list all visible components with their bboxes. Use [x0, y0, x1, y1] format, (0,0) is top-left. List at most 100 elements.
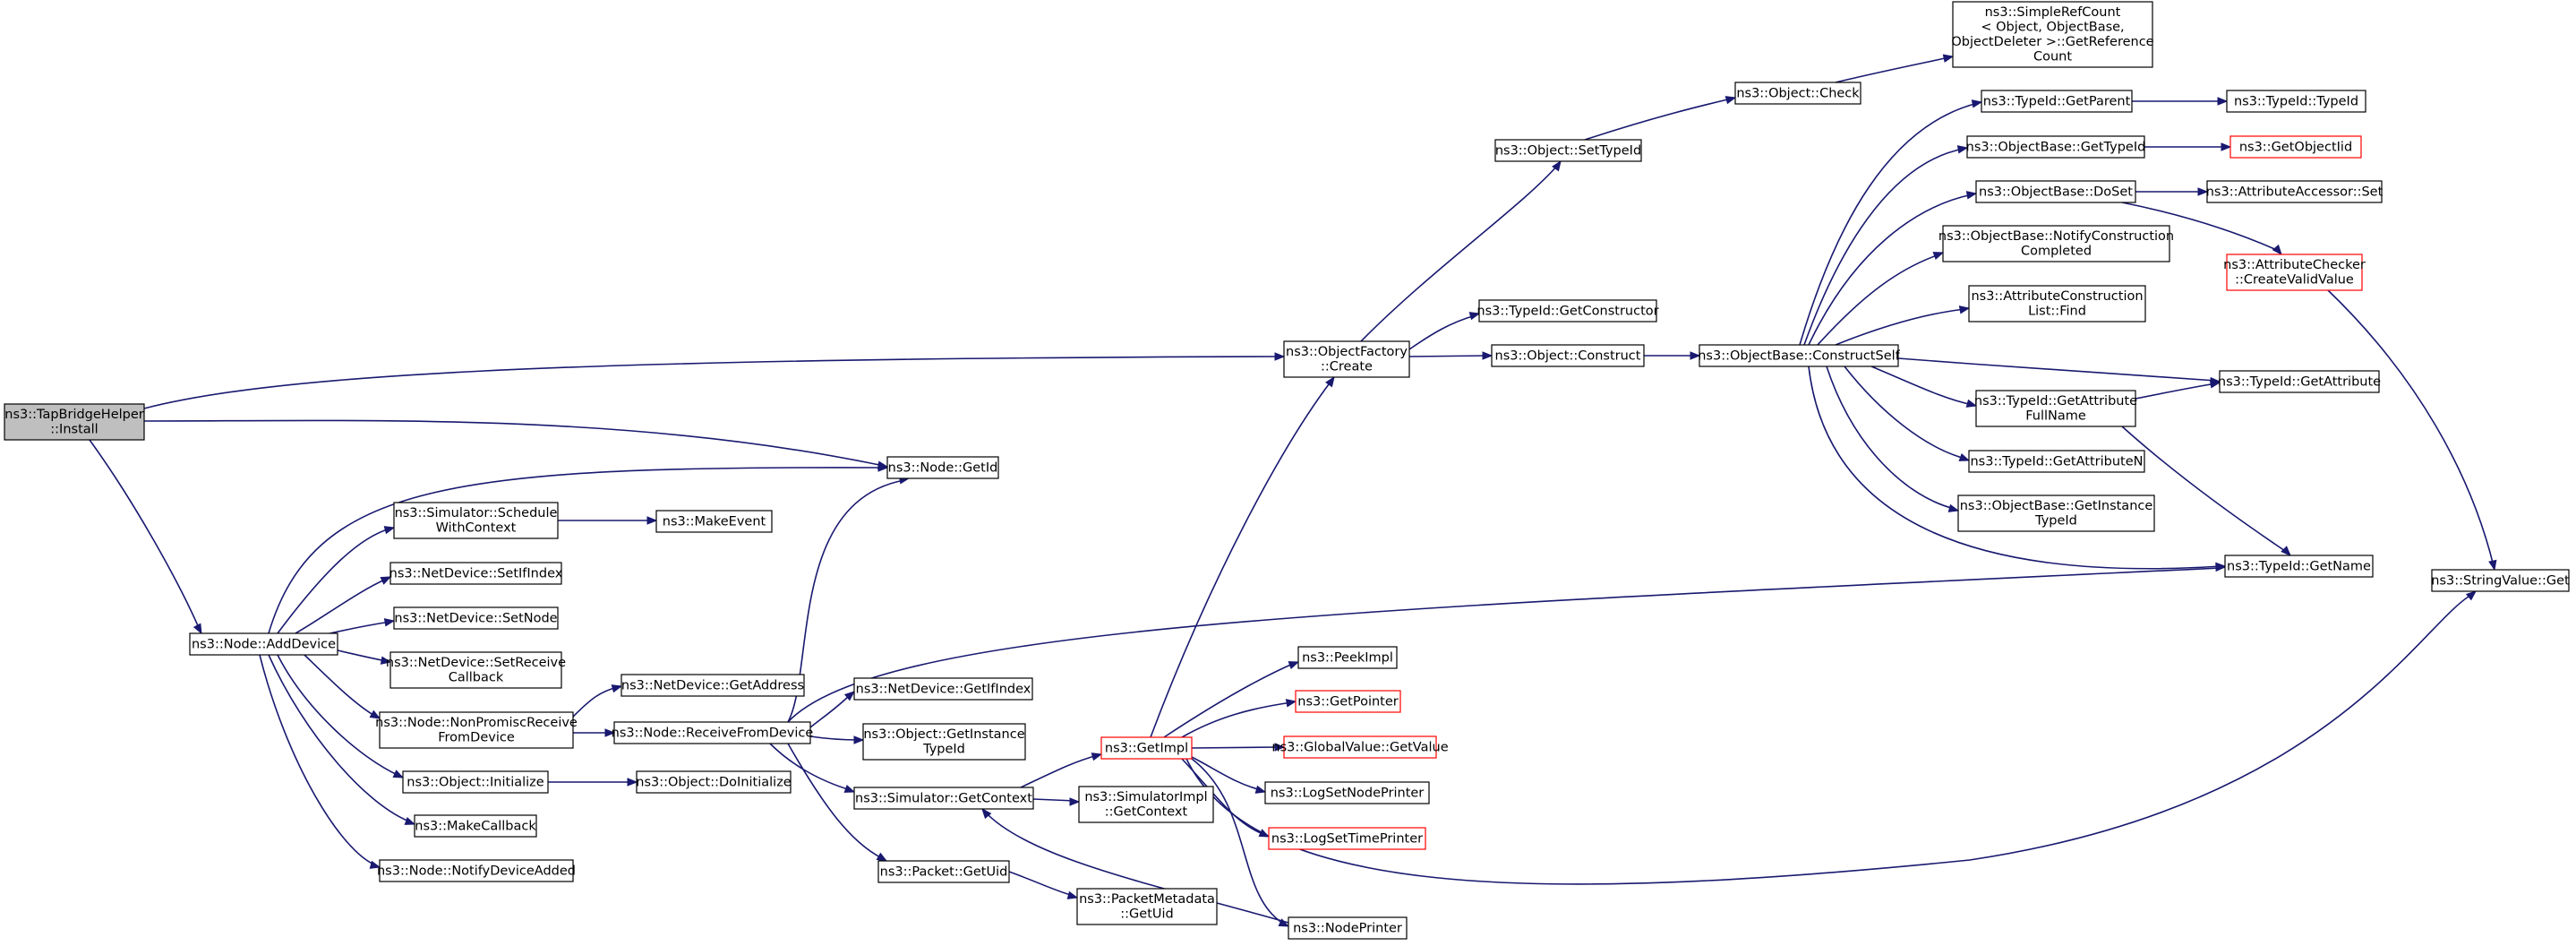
node-label: ::Create: [1321, 360, 1373, 374]
node-label: ns3::TypeId::GetAttribute: [2218, 374, 2381, 389]
node-pktmetauid[interactable]: ns3::PacketMetadata::GetUid: [1076, 888, 1218, 925]
node-getimpl[interactable]: ns3::GetImpl: [1100, 736, 1193, 760]
node-label: ns3::AttributeChecker: [2223, 258, 2366, 272]
node-makecb[interactable]: ns3::MakeCallback: [414, 814, 537, 838]
node-label: ns3::Object::GetInstance: [863, 727, 1024, 742]
node-label: ::CreateValidValue: [2235, 273, 2354, 288]
node-getattrn[interactable]: ns3::TypeId::GetAttributeN: [1968, 450, 2145, 473]
node-tapinstall[interactable]: ns3::TapBridgeHelper::Install: [4, 403, 145, 441]
node-box: [1942, 225, 2170, 262]
edge-constructself-to-getattribute: [1897, 357, 2221, 386]
node-label: ns3::NetDevice::GetAddress: [621, 678, 804, 692]
node-label: ns3::PeekImpl: [1302, 650, 1393, 665]
node-getid[interactable]: ns3::Node::GetId: [886, 456, 999, 479]
node-box: [655, 510, 773, 533]
node-getparent[interactable]: ns3::TypeId::GetParent: [1981, 90, 2133, 113]
node-label: ::GetContext: [1105, 805, 1188, 820]
node-accessorset[interactable]: ns3::AttributeAccessor::Set: [2206, 180, 2383, 203]
node-constructself[interactable]: ns3::ObjectBase::ConstructSelf: [1698, 344, 1901, 367]
node-setttypeid[interactable]: ns3::Object::SetTypeId: [1494, 139, 1642, 162]
node-recvfromdev[interactable]: ns3::Node::ReceiveFromDevice: [612, 721, 814, 744]
node-nodeprinter[interactable]: ns3::NodePrinter: [1288, 916, 1408, 940]
node-box: [853, 787, 1034, 810]
node-box: [1283, 340, 1410, 378]
node-box: [2226, 254, 2363, 291]
node-box: [877, 860, 1010, 883]
node-notifyadded[interactable]: ns3::Node::NotifyDeviceAdded: [377, 859, 576, 882]
node-box: [1478, 299, 1657, 322]
node-setifindex[interactable]: ns3::NetDevice::SetIfIndex: [389, 562, 563, 585]
node-box: [379, 711, 574, 749]
edge-nonpromisc-to-getaddress: [572, 684, 623, 718]
node-notifyconst[interactable]: ns3::ObjectBase::NotifyConstructionCompl…: [1938, 225, 2174, 262]
node-strvalget[interactable]: ns3::StringValue::Get: [2431, 569, 2570, 592]
edge-setttypeid-to-objcheck: [1584, 96, 1737, 141]
edge-getimpl-to-objfactcreate: [1150, 375, 1335, 738]
node-label: List::Find: [2028, 305, 2086, 319]
node-objfactcreate[interactable]: ns3::ObjectFactory::Create: [1283, 340, 1410, 378]
node-tidtypeid[interactable]: ns3::TypeId::TypeId: [2226, 90, 2366, 113]
node-label: ns3::Simulator::GetContext: [855, 791, 1032, 805]
node-box: [1100, 736, 1193, 760]
node-getifindex[interactable]: ns3::NetDevice::GetIfIndex: [853, 677, 1033, 701]
node-label: ns3::MakeEvent: [663, 514, 766, 529]
edge-doset-to-accessorset: [2135, 187, 2209, 196]
node-doset[interactable]: ns3::ObjectBase::DoSet: [1975, 180, 2136, 203]
node-getname[interactable]: ns3::TypeId::GetName: [2224, 555, 2374, 578]
node-objconstruct[interactable]: ns3::Object::Construct: [1491, 344, 1645, 367]
node-label: Completed: [2021, 245, 2092, 259]
node-checkervalid[interactable]: ns3::AttributeChecker::CreateValidValue: [2223, 254, 2366, 291]
node-makeevent[interactable]: ns3::MakeEvent: [655, 510, 773, 533]
node-label: ns3::TypeId::TypeId: [2234, 94, 2358, 108]
node-label: ::GetUid: [1120, 907, 1173, 922]
node-objcheck[interactable]: ns3::Object::Check: [1734, 82, 1861, 105]
node-peekimpl[interactable]: ns3::PeekImpl: [1297, 646, 1398, 669]
node-simimplctx[interactable]: ns3::SimulatorImpl::GetContext: [1078, 786, 1214, 823]
node-box: [1734, 82, 1861, 105]
node-simgetctx[interactable]: ns3::Simulator::GetContext: [853, 787, 1034, 810]
node-label: FromDevice: [438, 731, 515, 745]
edge-simgetctx-to-simimplctx: [1032, 797, 1081, 806]
node-logsetnode[interactable]: ns3::LogSetNodePrinter: [1264, 781, 1430, 804]
node-box: [414, 814, 537, 838]
node-label: ns3::GetImpl: [1105, 741, 1188, 755]
node-obgettid[interactable]: ns3::ObjectBase::GetTypeId: [1966, 135, 2146, 159]
node-label: ns3::PacketMetadata: [1079, 892, 1215, 907]
edge-recvfromdev-to-getifindex: [809, 691, 856, 728]
edge-adddevice-to-setifindex: [295, 576, 392, 634]
node-pktgetuid[interactable]: ns3::Packet::GetUid: [877, 860, 1010, 883]
node-label: ns3::ObjectBase::NotifyConstruction: [1938, 229, 2174, 244]
edge-adddevice-to-nonpromisc: [304, 654, 381, 719]
node-getaddress[interactable]: ns3::NetDevice::GetAddress: [620, 674, 805, 697]
node-logsettime[interactable]: ns3::LogSetTimePrinter: [1268, 827, 1426, 850]
node-setnode[interactable]: ns3::NetDevice::SetNode: [393, 606, 559, 630]
node-getattribute[interactable]: ns3::TypeId::GetAttribute: [2218, 370, 2381, 393]
node-label: ns3::TapBridgeHelper: [4, 408, 144, 422]
edge-tapinstall-to-getid: [143, 419, 889, 469]
edge-getparent-to-tidtypeid: [2132, 97, 2229, 106]
node-box: [1952, 1, 2153, 68]
node-adddevice[interactable]: ns3::Node::AddDevice: [189, 632, 338, 656]
node-objinit[interactable]: ns3::Object::Initialize: [402, 770, 549, 794]
node-box: [393, 606, 559, 630]
edge-objconstruct-to-constructself: [1644, 351, 1701, 360]
node-refcount[interactable]: ns3::SimpleRefCount< Object, ObjectBase,…: [1951, 1, 2154, 68]
node-getpointer[interactable]: ns3::GetPointer: [1295, 690, 1401, 713]
node-label: ns3::TypeId::GetName: [2227, 559, 2371, 573]
node-getobjectiid[interactable]: ns3::GetObjectIid: [2229, 135, 2362, 159]
node-gvgetvalue[interactable]: ns3::GlobalValue::GetValue: [1271, 735, 1449, 759]
node-doinit[interactable]: ns3::Object::DoInitialize: [636, 770, 792, 794]
edge-constructself-to-getparent: [1799, 99, 1983, 346]
node-label: ObjectDeleter >::GetReference: [1951, 35, 2153, 49]
node-box: [1699, 344, 1899, 367]
node-box: [1494, 139, 1642, 162]
node-getconstructor[interactable]: ns3::TypeId::GetConstructor: [1476, 299, 1659, 322]
